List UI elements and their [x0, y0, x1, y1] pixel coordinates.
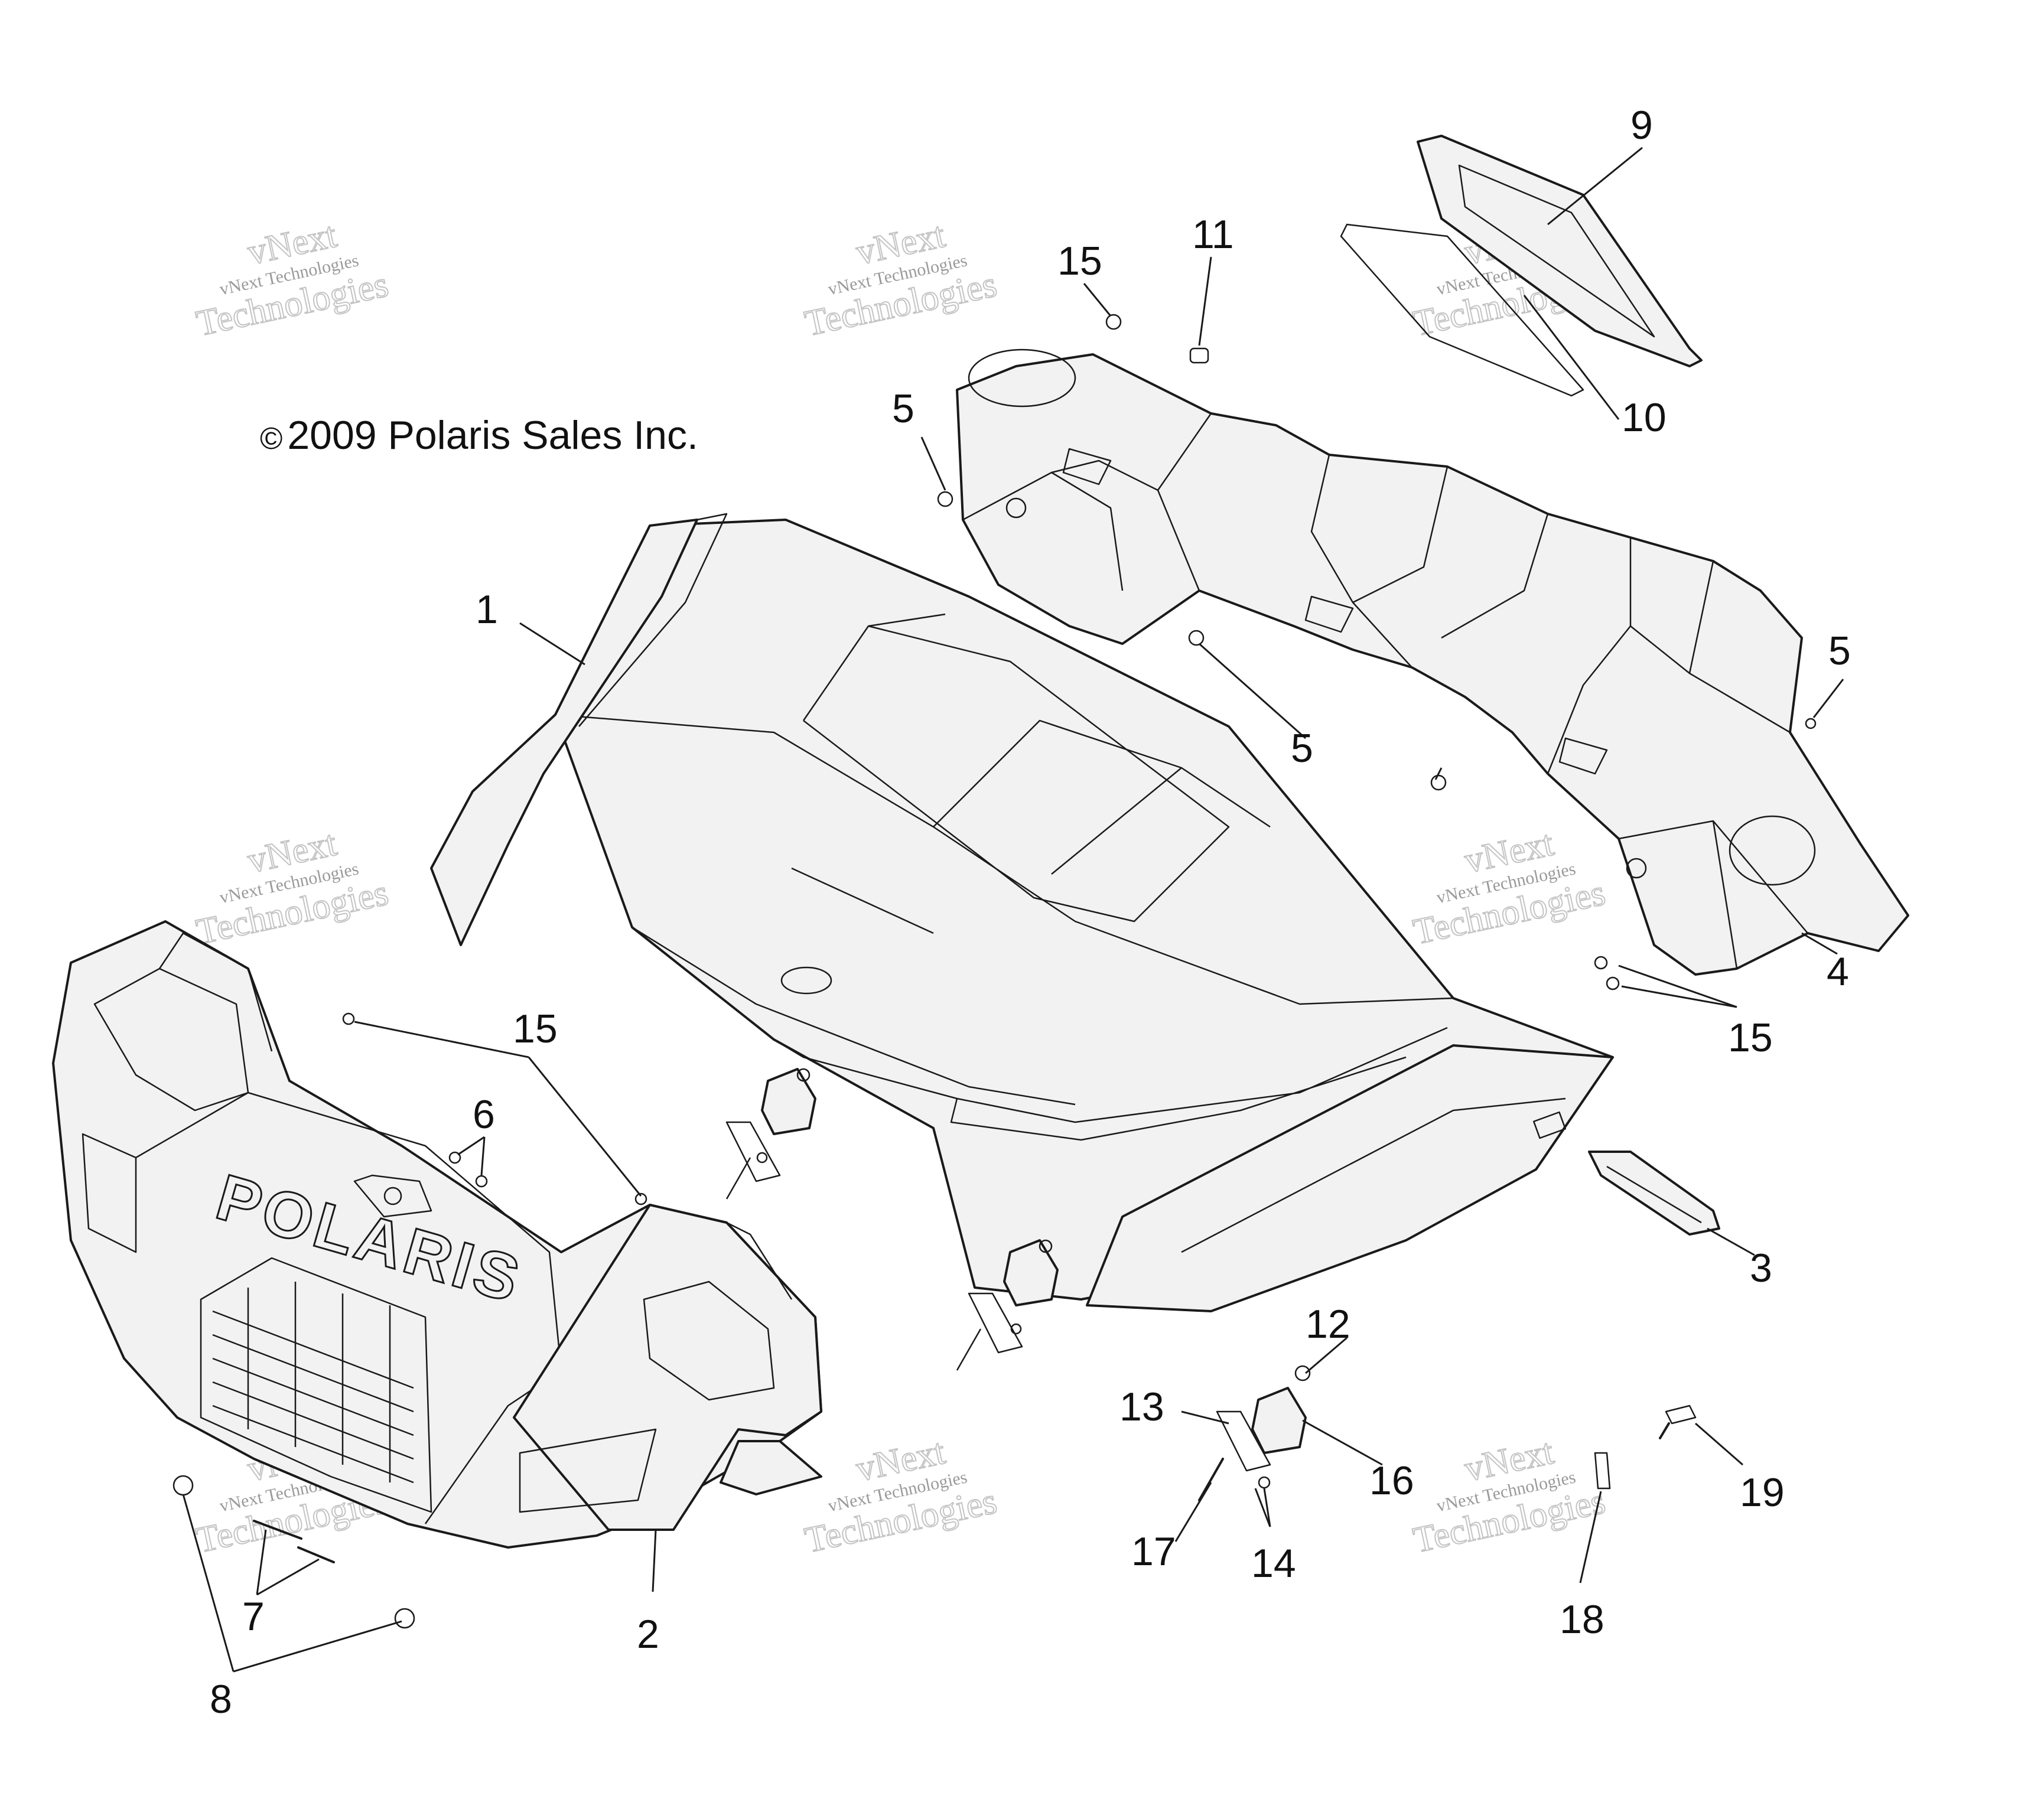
watermark-4: vNext vNext Technologies Technologies: [192, 823, 392, 953]
leader-lines: [182, 146, 1844, 1673]
callout-19: 19: [1740, 1470, 1785, 1515]
callout-9: 9: [1630, 103, 1653, 148]
callout-5b: 5: [1291, 726, 1313, 771]
callout-8: 8: [210, 1677, 232, 1722]
callout-6: 6: [473, 1092, 495, 1137]
part-19-push-rivet: [1659, 1405, 1697, 1439]
callout-15c: 15: [513, 1006, 558, 1051]
watermark-2: vNext vNext Technologies Technologies: [800, 214, 1001, 345]
watermark-6: vNext vNext Technologies Technologies: [1409, 823, 1609, 953]
callout-17: 17: [1131, 1529, 1176, 1574]
svg-text:©2009 Polaris Sales Inc.: ©2009 Polaris Sales Inc.: [260, 413, 698, 458]
callout-5c: 5: [1828, 628, 1851, 673]
callout-14: 14: [1251, 1541, 1296, 1586]
grille-slats: [212, 1282, 414, 1484]
part-4-dash-panel: [956, 348, 1909, 976]
copyright-notice: ©2009 Polaris Sales Inc.: [260, 413, 698, 458]
callout-4: 4: [1827, 949, 1849, 994]
part-2-front-bumper: POLARIS: [52, 920, 822, 1549]
callout-12: 12: [1306, 1302, 1350, 1347]
callout-3: 3: [1750, 1246, 1772, 1291]
callout-2: 2: [637, 1612, 659, 1657]
callout-13: 13: [1119, 1384, 1164, 1429]
part-13-bracket: [1216, 1410, 1271, 1472]
part-16-rubber-mount: [1251, 1387, 1307, 1454]
mount-assembly-upper: [725, 1068, 816, 1200]
watermark-9: vNext vNext Technologies Technologies: [1409, 1431, 1609, 1562]
copyright-symbol: ©: [260, 422, 282, 456]
callout-18: 18: [1560, 1597, 1604, 1642]
callout-1: 1: [476, 587, 498, 632]
callout-15a: 15: [1057, 239, 1102, 284]
callout-5a: 5: [892, 386, 914, 431]
part-18-clip: [1594, 1452, 1611, 1490]
callout-labels: 1 2 3 4 5 5 5 5 6 7 8 9 10 11 12 13 14 1…: [210, 103, 1851, 1722]
watermark-1: vNext vNext Technologies Technologies: [192, 214, 392, 345]
callout-11: 11: [1192, 212, 1234, 257]
part-1-hood: [430, 513, 1614, 1312]
part-9-bezel: [1417, 135, 1703, 367]
copyright-text: 2009 Polaris Sales Inc.: [287, 413, 698, 458]
watermark-8: vNext vNext Technologies Technologies: [800, 1431, 1001, 1562]
callout-7: 7: [242, 1594, 265, 1639]
mount-assembly-middle: [956, 1239, 1059, 1371]
fastener-group: [172, 314, 1817, 1629]
callout-15b: 15: [1728, 1015, 1773, 1060]
callout-16: 16: [1369, 1458, 1414, 1503]
part-17-bolt: [1198, 1458, 1224, 1501]
callout-10: 10: [1622, 395, 1667, 440]
part-10-lens: [1340, 223, 1584, 397]
part-12-nut: [1294, 1365, 1311, 1381]
part-3-handle: [1588, 1151, 1720, 1236]
part-14-screw: [1258, 1476, 1271, 1489]
